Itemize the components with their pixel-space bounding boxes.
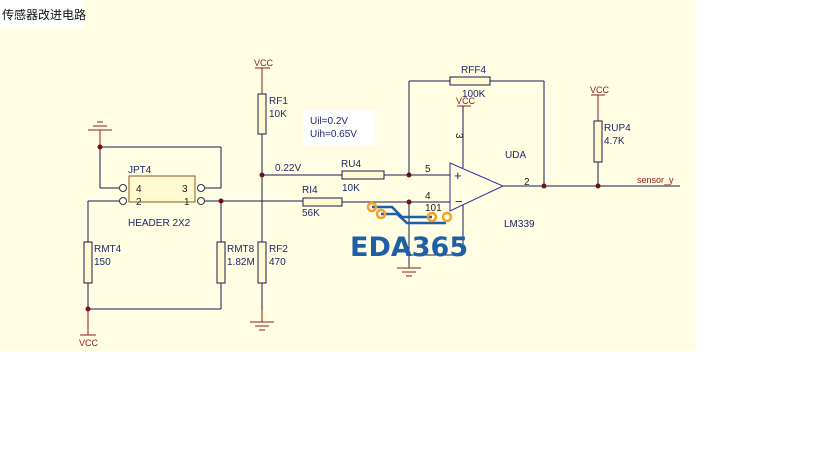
rf1-value: 10K [269, 109, 287, 120]
resistor-rff4[interactable]: RFF4 100K [449, 65, 491, 100]
ru4-ref: RU4 [341, 159, 361, 170]
resistor-body [302, 197, 343, 207]
vcc-label: VCC [254, 58, 274, 68]
pin-label-1: 1 [184, 197, 190, 208]
rmt8-ref: RMT8 [227, 244, 255, 255]
ri4-value: 56K [302, 208, 320, 219]
watermark-logo: 101 EDA365 [350, 201, 468, 263]
overlay-text-101: 101 [425, 203, 442, 214]
vcc-label: VCC [590, 85, 610, 95]
node-voltage-label: 0.22V [275, 163, 301, 174]
resistor-body [257, 241, 267, 284]
pin-label-3: 3 [182, 184, 188, 195]
pin-3 [197, 184, 205, 192]
jpt4-value: HEADER 2X2 [128, 218, 191, 229]
diagram-title: 传感器改进电路 [2, 8, 87, 22]
opamp-pin-vcc: 3 [453, 133, 464, 139]
resistor-rmt8[interactable]: RMT8 1.82M [216, 241, 255, 284]
ground-symbol-opamp [397, 265, 421, 277]
ri4-ref: RI4 [302, 185, 318, 196]
vcc-symbol-rf1: VCC [254, 58, 274, 94]
vcc-symbol-rup4: VCC [590, 85, 610, 121]
resistor-rf2[interactable]: RF2 470 [257, 241, 288, 284]
pin-label-2: 2 [136, 197, 142, 208]
resistor-rmt4[interactable]: RMT4 150 [83, 241, 122, 284]
resistor-ri4[interactable]: RI4 56K [302, 185, 343, 219]
jpt4-ref: JPT4 [128, 165, 152, 176]
note-box [303, 110, 375, 146]
rff4-value: 100K [462, 89, 486, 100]
junction-dot [97, 144, 103, 150]
resistor-rup4[interactable]: RUP4 4.7K [593, 120, 631, 163]
note-line1: Uil=0.2V [310, 116, 348, 127]
resistor-body [257, 93, 267, 135]
resistor-body [341, 170, 385, 180]
header-body [128, 175, 196, 203]
logo-pad [441, 211, 453, 223]
opamp-ref: UDA [505, 150, 526, 161]
pin-4 [119, 184, 127, 192]
note-line2: Uih=0.65V [310, 129, 357, 140]
opamp-pin-plus: 5 [425, 164, 431, 175]
ground-symbol-rf2 [250, 310, 274, 331]
vcc-label: VCC [456, 96, 476, 106]
pin-2 [119, 197, 127, 205]
opamp-value: LM339 [504, 219, 535, 230]
rf1-ref: RF1 [269, 96, 288, 107]
logo-pad [426, 211, 438, 223]
junction-dot [541, 183, 547, 189]
rup4-value: 4.7K [604, 136, 625, 147]
vcc-symbol-opamp: VCC 3 [453, 96, 476, 168]
resistor-body [216, 241, 226, 284]
vcc-symbol-bottom-left: VCC [79, 309, 99, 348]
pin-1 [197, 197, 205, 205]
logo-pad [366, 201, 378, 213]
rf2-value: 470 [269, 257, 286, 268]
vcc-label: VCC [79, 338, 99, 348]
resistor-ru4[interactable]: RU4 10K [341, 159, 385, 194]
connector-jpt4[interactable]: JPT4 4 3 2 1 HEADER 2X2 [119, 165, 205, 229]
opamp-body [449, 162, 505, 212]
watermark-text: EDA365 [350, 232, 468, 263]
rmt8-value: 1.82M [227, 257, 255, 268]
resistor-body [83, 241, 93, 284]
opamp-plus: + [454, 168, 462, 183]
resistor-rf1[interactable]: RF1 10K [257, 93, 288, 135]
resistor-body [449, 76, 491, 86]
opamp-pin-out: 2 [524, 177, 530, 188]
ru4-value: 10K [342, 183, 360, 194]
logo-pad [375, 208, 387, 220]
logo-trace [381, 212, 446, 225]
opamp-pin-minus: 4 [425, 191, 431, 202]
output-net-label: sensor_y [637, 175, 674, 185]
ground-symbol-top [88, 121, 112, 147]
rf2-ref: RF2 [269, 244, 288, 255]
opamp-minus: − [455, 194, 463, 209]
logo-trace [372, 205, 432, 219]
pin-label-4: 4 [136, 184, 142, 195]
opamp-uda[interactable]: + − 5 4 2 UDA LM339 [425, 150, 535, 230]
rup4-ref: RUP4 [604, 123, 631, 134]
rmt4-value: 150 [94, 257, 111, 268]
resistor-body [593, 120, 603, 163]
title-box: 传感器改进电路 [0, 0, 87, 28]
rmt4-ref: RMT4 [94, 244, 122, 255]
rff4-ref: RFF4 [461, 65, 486, 76]
